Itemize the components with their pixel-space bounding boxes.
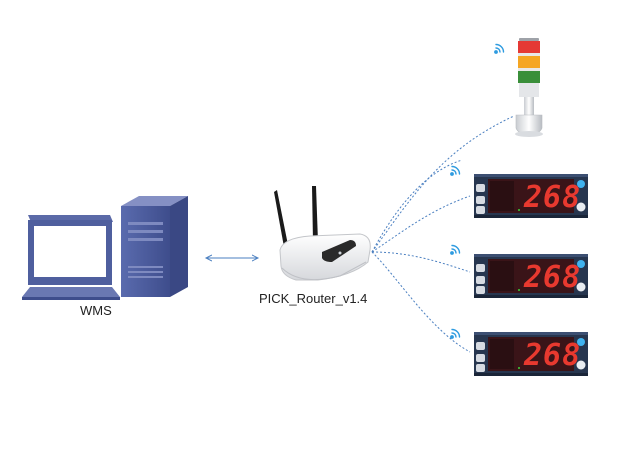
wifi-signal-icon bbox=[494, 43, 505, 54]
display-value: 268 bbox=[523, 338, 581, 373]
led-display-icon bbox=[474, 332, 588, 376]
link-display-1 bbox=[371, 195, 471, 253]
wms-label: WMS bbox=[80, 303, 112, 318]
wifi-signal-icon bbox=[450, 165, 461, 176]
display-value: 268 bbox=[523, 180, 581, 215]
link-display-3 bbox=[371, 251, 471, 353]
desktop-computer-icon bbox=[22, 196, 188, 300]
wifi-router-icon bbox=[274, 186, 371, 281]
wireless-links bbox=[371, 115, 515, 353]
link-display-2 bbox=[371, 251, 471, 273]
led-display-icon bbox=[474, 174, 588, 218]
led-display-icon bbox=[474, 254, 588, 298]
router-label: PICK_Router_v1.4 bbox=[259, 291, 368, 306]
led-display-3: 268 bbox=[474, 332, 588, 376]
wifi-signal-icon bbox=[450, 244, 461, 255]
display-value: 268 bbox=[523, 260, 581, 295]
led-display-1: 268 bbox=[474, 174, 588, 218]
wifi-signal-icon bbox=[450, 328, 461, 339]
led-display-2: 268 bbox=[474, 254, 588, 298]
stack-light-icon bbox=[515, 38, 543, 137]
